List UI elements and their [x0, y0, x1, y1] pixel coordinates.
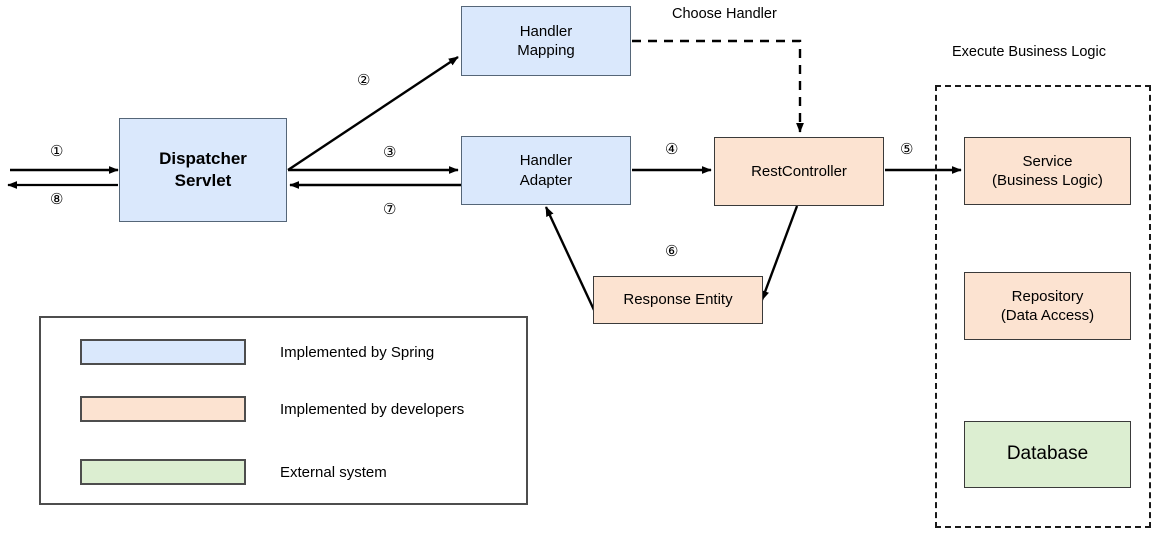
step-marker-8: ⑧	[50, 191, 64, 208]
node-dispatcher-servlet[interactable]: Dispatcher Servlet	[119, 118, 287, 222]
edge-response-entity-to-handler-adapter	[544, 206, 596, 311]
node-repository[interactable]: Repository (Data Access)	[964, 272, 1131, 340]
step-marker-2: ②	[357, 72, 371, 89]
caption-execute-business-logic: Execute Business Logic	[952, 44, 1106, 60]
node-handler-mapping[interactable]: Handler Mapping	[461, 6, 631, 76]
legend-swatch-external	[80, 459, 246, 485]
node-service[interactable]: Service (Business Logic)	[964, 137, 1131, 205]
edge-choose-handler	[632, 39, 804, 133]
step-marker-3: ③	[383, 144, 397, 161]
legend-label-external: External system	[280, 464, 387, 481]
node-handler-adapter[interactable]: Handler Adapter	[461, 136, 631, 205]
edge-dispatcher-to-handler-mapping	[287, 56, 459, 171]
legend-swatch-spring	[80, 339, 246, 365]
node-database[interactable]: Database	[964, 421, 1131, 488]
legend-label-spring: Implemented by Spring	[280, 344, 435, 361]
group-execute-business-logic	[935, 85, 1151, 528]
node-rest-controller[interactable]: RestController	[714, 137, 884, 206]
legend-label-developer: Implemented by developers	[280, 401, 465, 418]
step-marker-1: ①	[50, 143, 64, 160]
node-response-entity[interactable]: Response Entity	[593, 276, 763, 324]
step-marker-4: ④	[665, 141, 679, 158]
edge-rest-controller-to-response-entity	[760, 205, 799, 301]
legend-swatch-developer	[80, 396, 246, 422]
step-marker-5: ⑤	[900, 141, 914, 158]
step-marker-7: ⑦	[383, 201, 397, 218]
caption-choose-handler: Choose Handler	[672, 6, 777, 22]
step-marker-6: ⑥	[665, 243, 679, 260]
